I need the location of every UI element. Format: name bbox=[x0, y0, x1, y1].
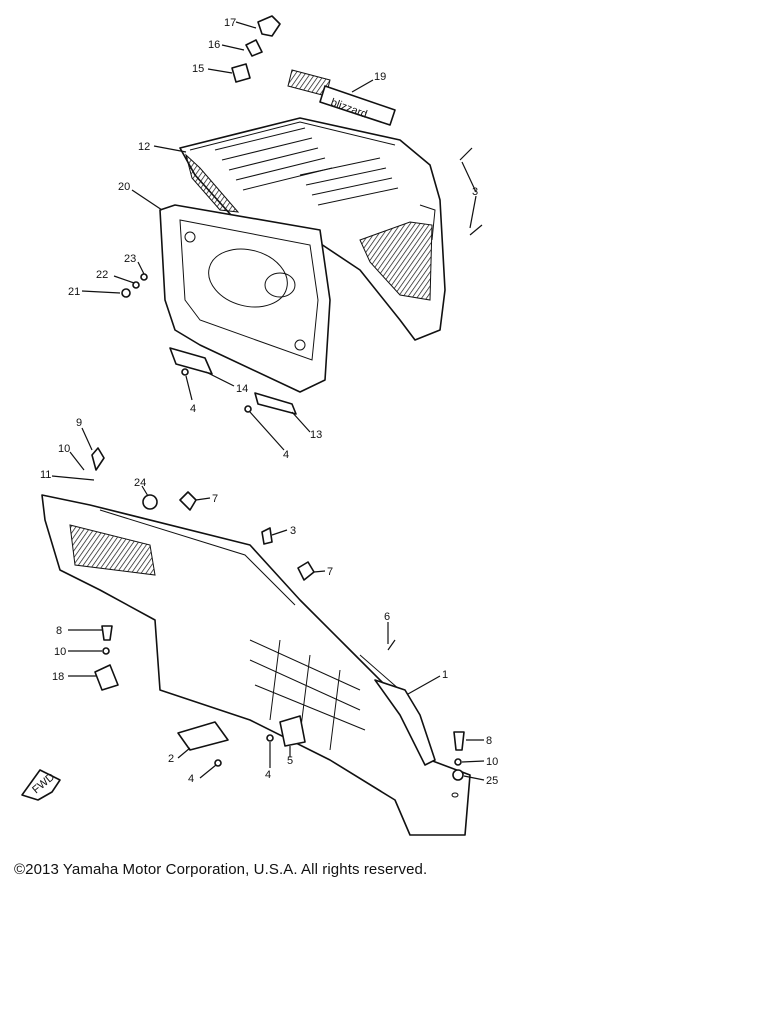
bracket-13 bbox=[254, 392, 297, 415]
callout-20: 20 bbox=[118, 181, 130, 193]
callout-9: 9 bbox=[76, 417, 82, 429]
inner-panel-20 bbox=[159, 204, 331, 393]
forward-direction-arrow: FWD bbox=[21, 769, 61, 801]
leader-lines bbox=[51, 21, 485, 781]
callout-numbers: 17 16 15 19 12 20 3 23 22 21 14 4 13 4 9… bbox=[40, 17, 498, 787]
callout-23: 23 bbox=[124, 253, 136, 265]
callout-7-b: 7 bbox=[327, 566, 333, 578]
callout-4-d: 4 bbox=[265, 769, 271, 781]
callout-13: 13 bbox=[310, 429, 322, 441]
exploded-parts-diagram: blizzard bbox=[21, 15, 498, 836]
callout-10-a: 10 bbox=[58, 443, 70, 455]
callout-19: 19 bbox=[374, 71, 386, 83]
callout-16: 16 bbox=[208, 39, 220, 51]
callout-3-upper: 3 bbox=[472, 186, 478, 198]
callout-10-c: 10 bbox=[486, 756, 498, 768]
callout-12: 12 bbox=[138, 141, 150, 153]
callout-2: 2 bbox=[168, 753, 174, 765]
hardware-upper bbox=[121, 15, 483, 413]
callout-14: 14 bbox=[236, 383, 248, 395]
hardware-lower bbox=[91, 447, 465, 781]
callout-4-b: 4 bbox=[283, 449, 289, 461]
callout-7-a: 7 bbox=[212, 493, 218, 505]
callout-25: 25 bbox=[486, 775, 498, 787]
callout-4-a: 4 bbox=[190, 403, 196, 415]
callout-22: 22 bbox=[96, 269, 108, 281]
callout-17: 17 bbox=[224, 17, 236, 29]
callout-3-lower: 3 bbox=[290, 525, 296, 537]
callout-8-a: 8 bbox=[56, 625, 62, 637]
copyright-notice: ©2013 Yamaha Motor Corporation, U.S.A. A… bbox=[14, 861, 428, 878]
callout-18: 18 bbox=[52, 671, 64, 683]
callout-8-b: 8 bbox=[486, 735, 492, 747]
callout-1: 1 bbox=[442, 669, 448, 681]
decal-19: blizzard bbox=[287, 69, 396, 126]
callout-6: 6 bbox=[384, 611, 390, 623]
callout-11: 11 bbox=[40, 469, 51, 481]
callout-15: 15 bbox=[192, 63, 204, 75]
callout-21: 21 bbox=[68, 286, 80, 298]
callout-5: 5 bbox=[287, 755, 293, 767]
callout-4-c: 4 bbox=[188, 773, 194, 785]
callout-24: 24 bbox=[134, 477, 146, 489]
bracket-14 bbox=[169, 347, 213, 375]
lower-shroud-1 bbox=[41, 494, 471, 836]
callout-10-b: 10 bbox=[54, 646, 66, 658]
